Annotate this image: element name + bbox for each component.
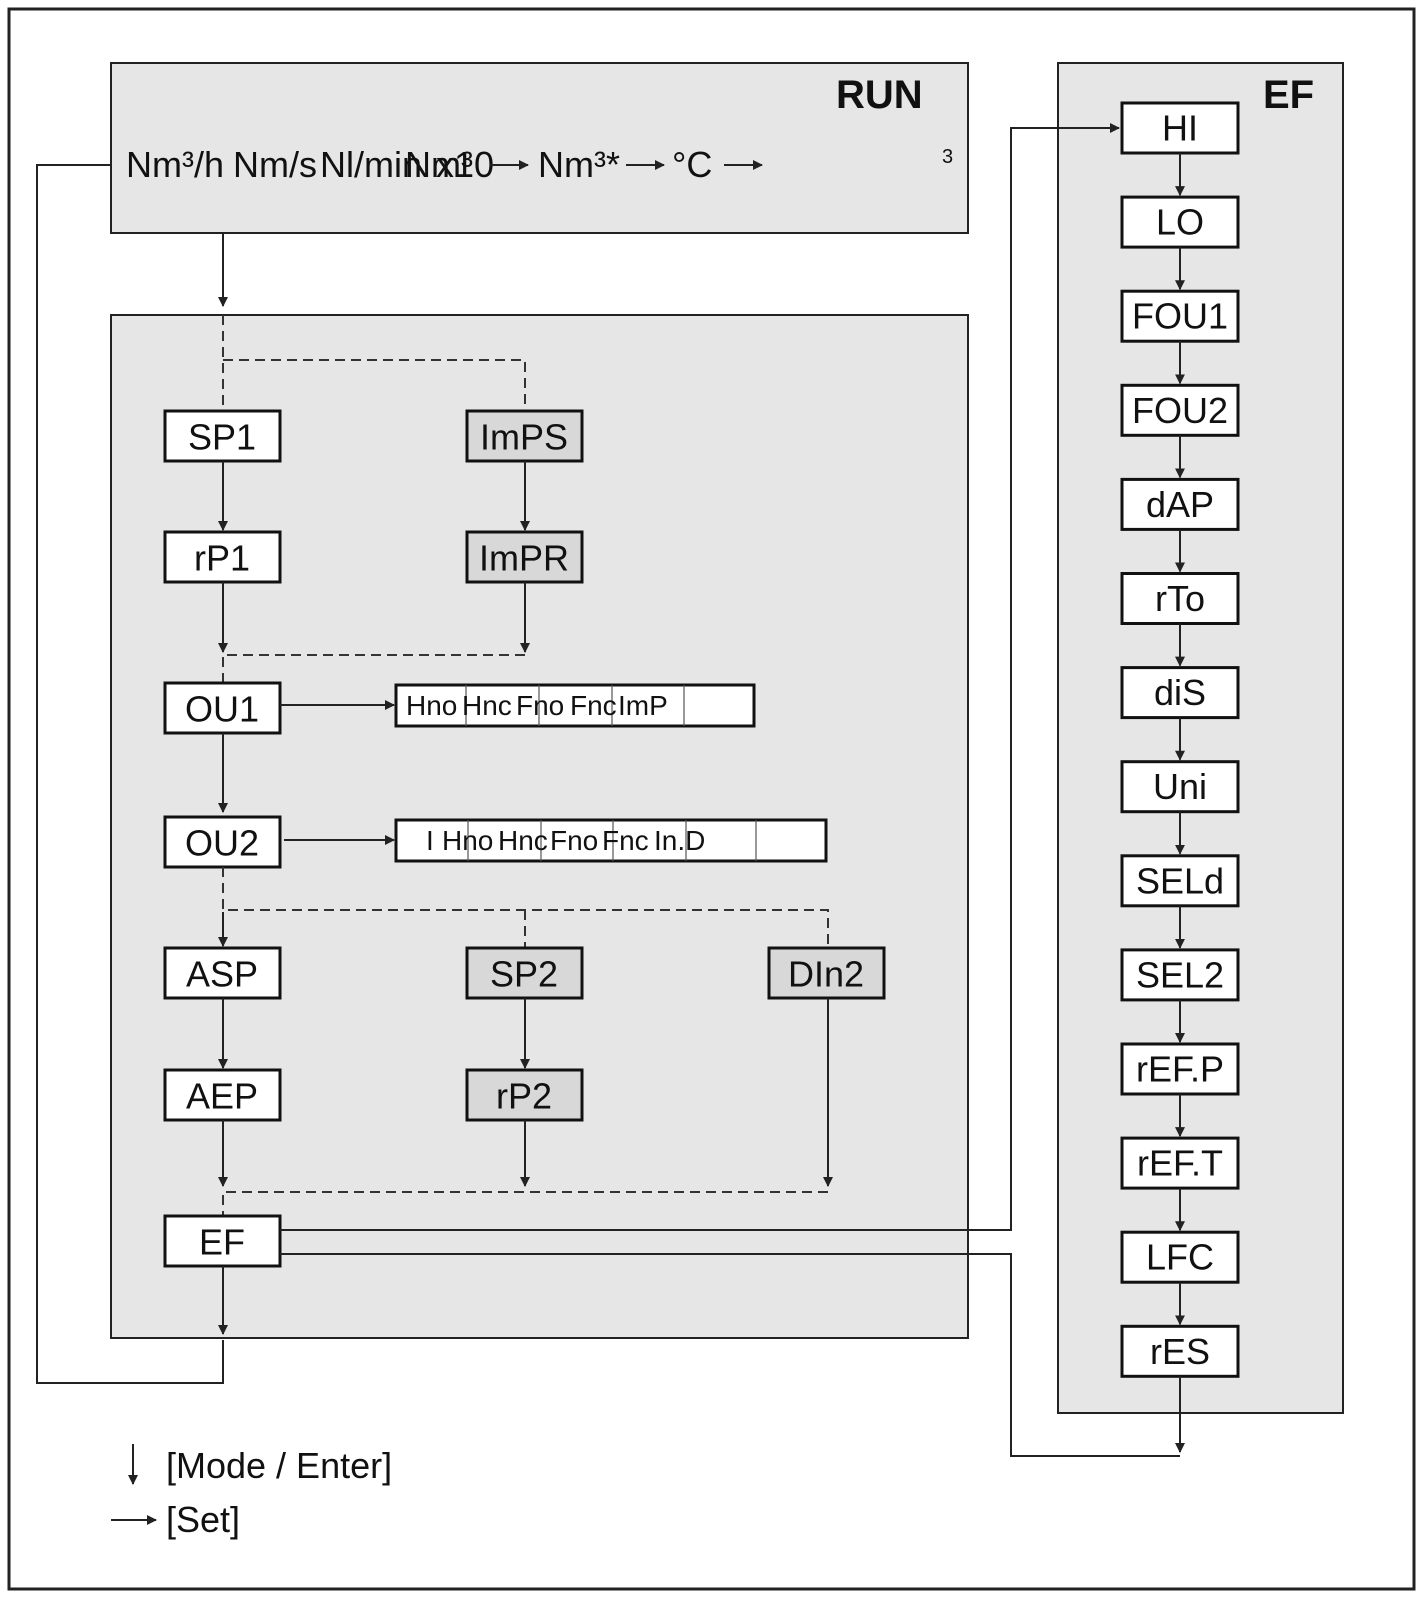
ef-box-ref-p[interactable] — [1120, 1042, 1240, 1096]
menu-label-din2: DIn2 — [788, 954, 864, 995]
menu-box-sp2[interactable] — [465, 946, 584, 1000]
menu-box-din2[interactable] — [767, 946, 886, 1000]
ef-label-hi: HI — [1162, 108, 1198, 149]
menu-label-sp1: SP1 — [188, 417, 256, 458]
dash-branch-top-2 — [223, 359, 526, 411]
ef-label-lo: LO — [1156, 202, 1204, 243]
menu-label-ef: EF — [199, 1222, 245, 1263]
menu-box-ou2[interactable] — [163, 815, 282, 869]
run-panel — [110, 62, 969, 234]
dash-merge-ef — [222, 1191, 828, 1216]
ou2-option-hno: Hno — [442, 825, 493, 856]
ou2-option-fnc: Fnc — [602, 825, 649, 856]
ef-label-dis: diS — [1154, 672, 1206, 713]
connector-res-return — [280, 1253, 1180, 1457]
ef-label-lfc: LFC — [1146, 1237, 1214, 1278]
ou1-option-imp: ImP — [618, 690, 668, 721]
ef-label-fou2: FOU2 — [1132, 390, 1228, 431]
ef-label-ref-p: rEF.P — [1136, 1049, 1224, 1090]
ef-label-seld: SELd — [1136, 860, 1224, 901]
menu-box-sp1[interactable] — [163, 409, 282, 463]
ef-box-ref-t[interactable] — [1120, 1136, 1240, 1190]
ef-panel — [1057, 62, 1344, 1414]
ef-box-res[interactable] — [1120, 1324, 1240, 1378]
ou2-option-fno: Fno — [550, 825, 598, 856]
ou2-option-ind: In.D — [654, 825, 705, 856]
run-unit-nm3-star: Nm³* — [538, 144, 620, 185]
ef-box-seld[interactable] — [1120, 854, 1240, 908]
ou1-option-fnc: Fnc — [570, 690, 617, 721]
menu-label-asp: ASP — [186, 954, 258, 995]
menu-label-ou2: OU2 — [185, 823, 259, 864]
ef-title: EF — [1263, 73, 1314, 117]
run-unit-nm3: Nm³ — [405, 144, 473, 185]
ef-label-dap: dAP — [1146, 484, 1214, 525]
menu-label-rp1: rP1 — [194, 538, 250, 579]
ef-label-res: rES — [1150, 1331, 1210, 1372]
run-unit-nms: Nm/s — [233, 144, 317, 185]
ef-box-uni[interactable] — [1120, 760, 1240, 814]
ou2-option-hnc: Hnc — [498, 825, 548, 856]
ef-label-uni: Uni — [1153, 766, 1207, 807]
ou1-option-hno: Hno — [406, 690, 457, 721]
menu-label-rp2: rP2 — [496, 1076, 552, 1117]
menu-box-ou1[interactable] — [163, 681, 282, 735]
ef-label-ref-t: rEF.T — [1137, 1143, 1223, 1184]
menu-box-imps[interactable] — [465, 409, 584, 463]
ef-box-hi[interactable] — [1120, 101, 1240, 155]
menu-label-aep: AEP — [186, 1076, 258, 1117]
ef-label-sel2: SEL2 — [1136, 954, 1224, 995]
ef-box-rto[interactable] — [1120, 572, 1240, 625]
dash-merge-ou1 — [222, 654, 525, 683]
ou1-options-row[interactable] — [394, 683, 756, 728]
ou1-option-fno: Fno — [516, 690, 564, 721]
ef-label-rto: rTo — [1155, 578, 1205, 619]
run-title: RUN — [836, 73, 923, 117]
run-superscript-note: 3 — [942, 146, 953, 168]
legend-set: [Set] — [166, 1499, 240, 1540]
run-unit-celsius: °C — [672, 144, 712, 185]
menu-label-ou1: OU1 — [185, 689, 259, 730]
ou2-option-i: I — [426, 825, 434, 856]
menu-label-imps: ImPS — [480, 417, 568, 458]
menu-label-sp2: SP2 — [490, 954, 558, 995]
menu-label-impr: ImPR — [479, 538, 569, 579]
ef-box-dis[interactable] — [1120, 666, 1240, 720]
connector-ef-to-hi — [280, 123, 1120, 1231]
menu-box-rp1[interactable] — [163, 530, 282, 584]
return-loop-left — [36, 164, 224, 1384]
run-unit-nlmin: Nl/min — [320, 144, 422, 185]
legend-mode-enter: [Mode / Enter] — [166, 1445, 392, 1486]
ou1-option-hnc: Hnc — [462, 690, 512, 721]
run-unit-nm3h: Nm³/h — [126, 144, 224, 185]
menu-box-ef[interactable] — [163, 1214, 282, 1268]
menu-box-rp2[interactable] — [465, 1068, 584, 1122]
run-unit-x10: x10 — [436, 144, 494, 185]
ef-box-sel2[interactable] — [1120, 948, 1240, 1002]
ef-label-fou1: FOU1 — [1132, 296, 1228, 337]
